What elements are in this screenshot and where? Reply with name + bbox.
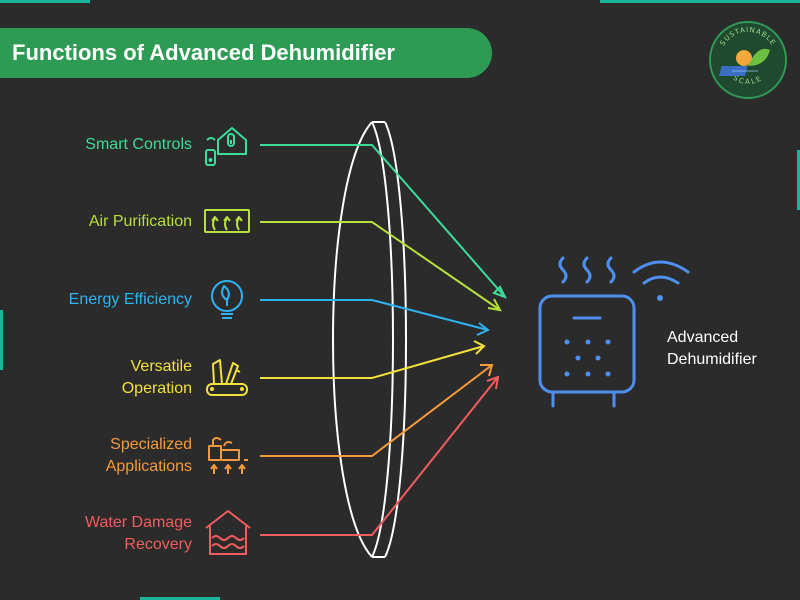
label-line: Recovery xyxy=(124,536,192,553)
eco-bulb-icon xyxy=(211,280,243,319)
label-line: Energy Efficiency xyxy=(68,291,192,308)
arrow-versatile-operation xyxy=(260,340,486,379)
frame-accent-bottom xyxy=(140,597,220,600)
logo-bottom-text: SCALE xyxy=(732,74,763,86)
frame-accent-right xyxy=(797,150,800,210)
frame-accent-left xyxy=(0,310,3,370)
function-arrows xyxy=(260,144,508,536)
arrow-energy-efficiency xyxy=(260,299,490,336)
title-banner: Functions of Advanced Dehumidifier xyxy=(0,28,492,78)
device-label-line: Advanced xyxy=(667,329,739,346)
label-line: Operation xyxy=(121,380,192,397)
function-label-smart-controls: Smart Controls xyxy=(85,134,192,156)
page-title: Functions of Advanced Dehumidifier xyxy=(12,40,395,65)
arrow-smart-controls xyxy=(260,144,508,299)
leaf-solar-logo: SUSTAINABLE SCALE xyxy=(709,21,787,99)
function-label-versatile-operation: Versatile Operation xyxy=(122,356,192,400)
label-line: Specialized xyxy=(110,436,192,453)
svg-text:SCALE: SCALE xyxy=(732,74,765,86)
device-dots xyxy=(564,339,611,377)
multitool-icon xyxy=(206,359,248,396)
label-line: Applications xyxy=(105,458,192,475)
dehumidifier-icon xyxy=(538,256,636,408)
label-line: Water Damage xyxy=(85,514,192,531)
function-label-air-purification: Air Purification xyxy=(89,211,192,233)
arrow-water-damage-recovery xyxy=(260,375,500,536)
frame-accent-top-left xyxy=(0,0,90,3)
air-vent-icon xyxy=(204,209,250,233)
function-label-energy-efficiency: Energy Efficiency xyxy=(69,289,192,311)
lens-shape xyxy=(332,121,407,558)
frame-accent-top-right xyxy=(600,0,800,3)
smart-home-thermostat-icon xyxy=(205,127,247,166)
label-line: Smart Controls xyxy=(85,136,192,153)
function-label-water-damage-recovery: Water Damage Recovery xyxy=(85,512,192,556)
label-line: Versatile xyxy=(130,358,192,375)
factory-icon xyxy=(208,437,248,474)
function-label-specialized-applications: Specialized Applications xyxy=(106,434,192,478)
device-label: Advanced Dehumidifier xyxy=(667,327,757,371)
arrow-specialized-applications xyxy=(260,364,494,457)
wifi-icon xyxy=(632,260,690,301)
label-line: Air Purification xyxy=(88,213,192,230)
arrow-air-purification xyxy=(260,221,502,312)
device-label-line: Dehumidifier xyxy=(667,351,757,368)
flooded-house-icon xyxy=(205,510,251,555)
